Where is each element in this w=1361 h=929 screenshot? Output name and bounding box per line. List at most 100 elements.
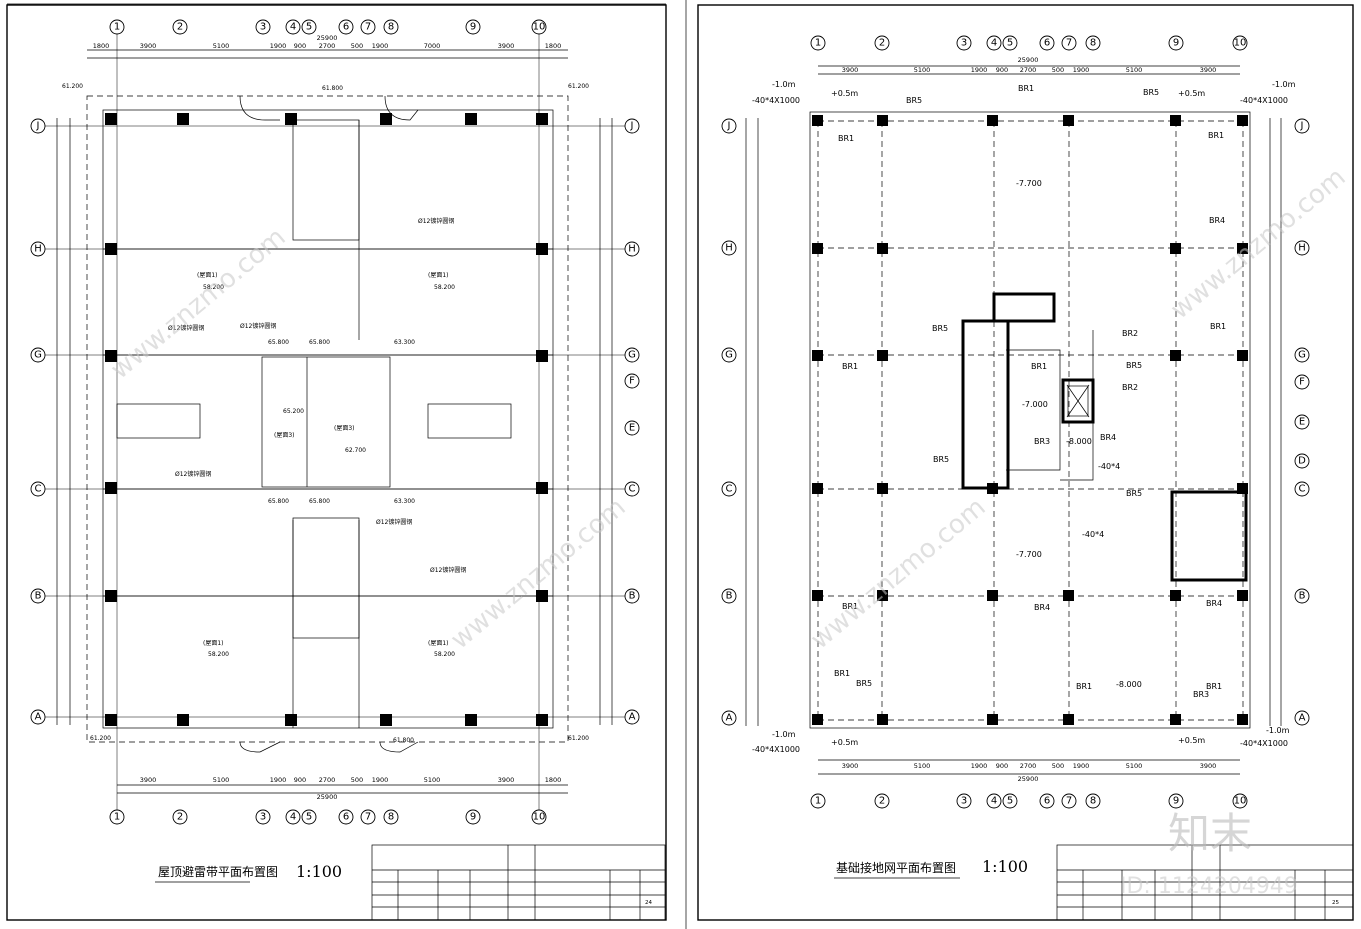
left-rebar-annotations: Ø12镀锌圆钢 Ø12镀锌圆钢 Ø12镀锌圆钢 Ø12镀锌圆钢 Ø12镀锌圆钢 … — [168, 217, 466, 574]
right-drawing-scale: 1:100 — [982, 857, 1028, 876]
svg-text:2: 2 — [177, 22, 183, 33]
svg-text:500: 500 — [351, 776, 363, 784]
svg-text:(屋面3): (屋面3) — [334, 425, 355, 432]
svg-text:62.700: 62.700 — [345, 447, 366, 454]
svg-text:BR4: BR4 — [1206, 599, 1222, 608]
svg-text:25900: 25900 — [1018, 775, 1039, 783]
svg-text:1: 1 — [114, 22, 120, 33]
svg-text:F: F — [629, 376, 635, 387]
svg-text:6: 6 — [343, 812, 349, 823]
svg-text:900: 900 — [996, 762, 1008, 770]
right-drawing-title: 基础接地网平面布置图 — [836, 860, 956, 875]
svg-text:(屋面1): (屋面1) — [428, 272, 449, 279]
svg-text:Ø12镀锌圆钢: Ø12镀锌圆钢 — [168, 324, 204, 332]
svg-text:B: B — [629, 591, 636, 602]
svg-text:3: 3 — [961, 796, 967, 807]
axis-bubble — [338, 19, 354, 35]
brand-watermark: 知末 — [1168, 809, 1252, 858]
left-sheet-border — [6, 4, 667, 921]
svg-text:5100: 5100 — [1126, 66, 1143, 74]
svg-text:61.200: 61.200 — [62, 83, 83, 90]
svg-text:BR2: BR2 — [1122, 329, 1138, 338]
right-core-walls — [961, 292, 1248, 582]
svg-text:6: 6 — [1044, 38, 1050, 49]
svg-text:8: 8 — [388, 812, 394, 823]
svg-text:1800: 1800 — [93, 42, 110, 50]
svg-text:900: 900 — [996, 66, 1008, 74]
svg-text:900: 900 — [294, 42, 306, 50]
svg-text:5100: 5100 — [1126, 762, 1143, 770]
svg-text:1900: 1900 — [1073, 66, 1090, 74]
svg-text:500: 500 — [1052, 762, 1064, 770]
svg-text:1800: 1800 — [545, 776, 562, 784]
svg-text:BR5: BR5 — [933, 455, 949, 464]
svg-text:A: A — [726, 713, 733, 724]
right-top-dimensions: 3900 5100 1900 900 2700 500 1900 5100 39… — [818, 56, 1240, 75]
svg-text:6: 6 — [343, 22, 349, 33]
svg-text:B: B — [1299, 591, 1306, 602]
svg-text:61.800: 61.800 — [393, 737, 414, 744]
svg-text:1800: 1800 — [545, 42, 562, 50]
left-drawing-scale: 1:100 — [296, 862, 342, 881]
svg-text:-1.0m: -1.0m — [772, 730, 796, 739]
svg-text:2: 2 — [879, 38, 885, 49]
svg-text:5100: 5100 — [914, 762, 931, 770]
svg-text:1900: 1900 — [270, 776, 287, 784]
svg-text:-40*4X1000: -40*4X1000 — [752, 745, 800, 754]
svg-text:BR1: BR1 — [1208, 131, 1224, 140]
right-row-axis-bubbles: J H G C B A J H G F E D C B A — [721, 118, 1310, 726]
svg-text:BR5: BR5 — [856, 679, 872, 688]
svg-text:(屋面3): (屋面3) — [274, 432, 295, 439]
svg-text:3900: 3900 — [1200, 66, 1217, 74]
svg-text:65.200: 65.200 — [283, 408, 304, 415]
svg-text:-8.000: -8.000 — [1116, 680, 1142, 689]
svg-text:10: 10 — [1234, 796, 1247, 807]
svg-text:-7.700: -7.700 — [1016, 179, 1042, 188]
svg-text:1900: 1900 — [971, 762, 988, 770]
svg-text:25900: 25900 — [317, 793, 338, 801]
left-top-axis-bubbles: 1 2 3 4 5 6 7 8 9 10 — [109, 19, 547, 35]
left-elevation-labels: 61.200 61.800 61.200 65.800 65.800 63.30… — [62, 83, 589, 744]
svg-text:+0.5m: +0.5m — [831, 738, 858, 747]
svg-text:58.200: 58.200 — [434, 651, 455, 658]
svg-text:H: H — [34, 244, 42, 255]
svg-text:BR5: BR5 — [1126, 361, 1142, 370]
svg-text:+0.5m: +0.5m — [1178, 736, 1205, 745]
svg-text:-1.0m: -1.0m — [1266, 726, 1290, 735]
svg-text:www.znzmo.com: www.znzmo.com — [445, 492, 631, 655]
svg-text:H: H — [725, 243, 733, 254]
svg-text:900: 900 — [294, 776, 306, 784]
svg-text:61.200: 61.200 — [90, 735, 111, 742]
svg-text:3900: 3900 — [1200, 762, 1217, 770]
svg-text:5100: 5100 — [424, 776, 441, 784]
svg-text:5100: 5100 — [213, 776, 230, 784]
svg-text:10: 10 — [533, 812, 546, 823]
svg-text:G: G — [725, 350, 733, 361]
svg-text:BR4: BR4 — [1100, 433, 1116, 442]
svg-text:65.800: 65.800 — [268, 339, 289, 346]
right-bottom-dimensions: 3900 5100 1900 900 2700 500 1900 5100 39… — [818, 759, 1240, 783]
left-top-dimensions: 1800 3900 5100 1900 900 2700 500 1900 70… — [87, 34, 568, 59]
svg-text:C: C — [726, 484, 733, 495]
svg-text:www.znzmo.com: www.znzmo.com — [105, 222, 291, 385]
svg-text:5100: 5100 — [914, 66, 931, 74]
svg-text:C: C — [1299, 484, 1306, 495]
svg-text:3900: 3900 — [842, 762, 859, 770]
svg-text:1: 1 — [815, 38, 821, 49]
svg-text:3900: 3900 — [498, 42, 515, 50]
svg-text:500: 500 — [351, 42, 363, 50]
svg-text:3: 3 — [260, 812, 266, 823]
svg-text:3900: 3900 — [842, 66, 859, 74]
svg-text:2700: 2700 — [319, 776, 336, 784]
svg-text:-40*4X1000: -40*4X1000 — [1240, 739, 1288, 748]
right-top-axis-bubbles: 1 2 3 4 5 6 7 8 9 10 — [810, 35, 1248, 51]
svg-text:7: 7 — [365, 22, 371, 33]
svg-text:BR5: BR5 — [1143, 88, 1159, 97]
svg-text:-7.700: -7.700 — [1016, 550, 1042, 559]
left-drawing-title: 屋顶避雷带平面布置图 — [158, 865, 278, 879]
svg-text:-40*4X1000: -40*4X1000 — [752, 96, 800, 105]
svg-text:B: B — [726, 591, 733, 602]
svg-text:G: G — [1298, 350, 1306, 361]
svg-text:5: 5 — [306, 22, 312, 33]
axis-bubble — [301, 19, 317, 35]
